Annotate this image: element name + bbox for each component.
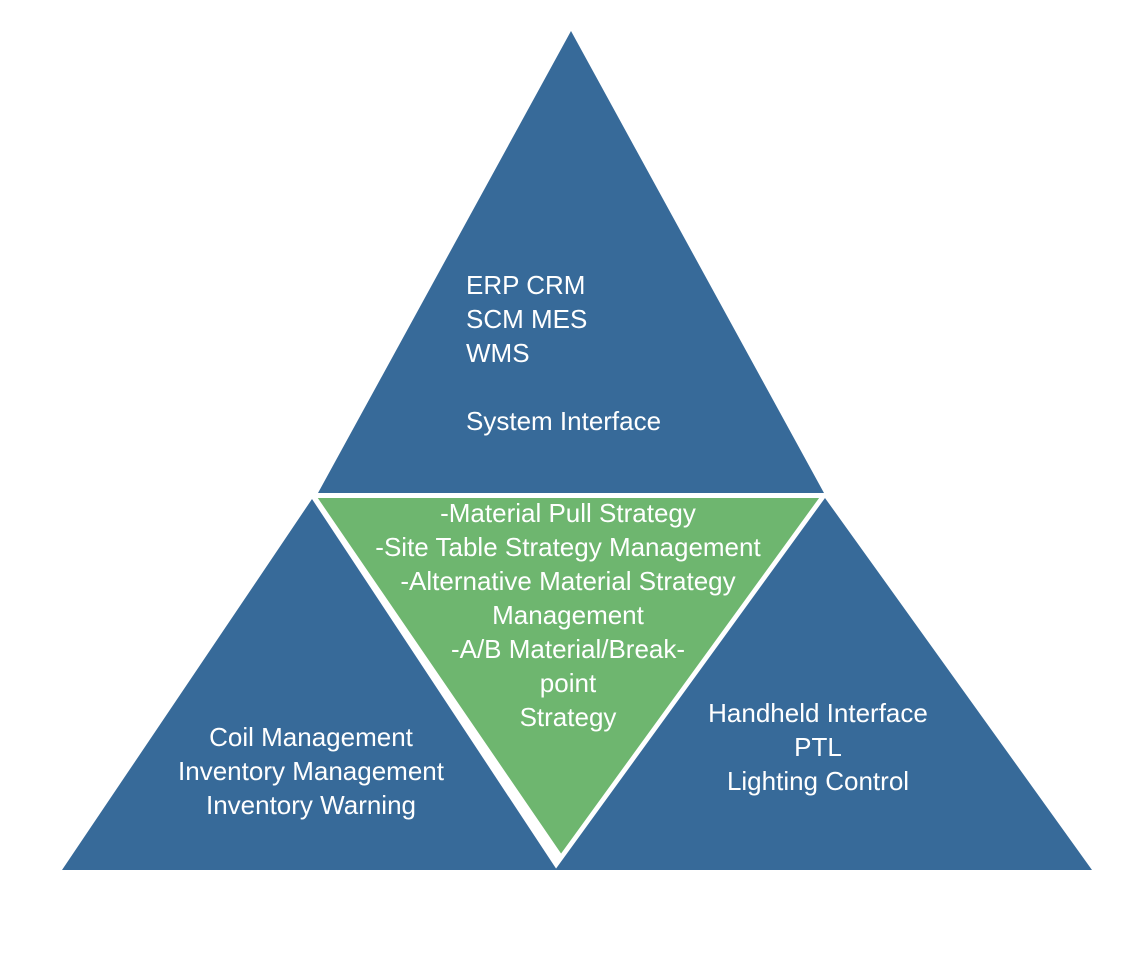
left-label: Coil Management Inventory Management Inv… xyxy=(178,722,445,820)
right-label-line: PTL xyxy=(794,732,842,762)
center-label-line: -Material Pull Strategy xyxy=(440,498,696,528)
top-label-line: WMS xyxy=(466,338,530,368)
top-label-line: SCM MES xyxy=(466,304,587,334)
top-label-line: System Interface xyxy=(466,406,661,436)
top-label-line: ERP CRM xyxy=(466,270,585,300)
center-label-line: Strategy xyxy=(520,702,617,732)
right-label-line: Handheld Interface xyxy=(708,698,928,728)
right-label: Handheld Interface PTL Lighting Control xyxy=(708,698,928,796)
center-label-line: point xyxy=(540,668,597,698)
right-segment xyxy=(555,498,1092,870)
left-label-line: Inventory Warning xyxy=(206,790,416,820)
center-label-line: -Alternative Material Strategy xyxy=(400,566,735,596)
right-label-line: Lighting Control xyxy=(727,766,909,796)
center-segment xyxy=(310,494,827,861)
top-label: ERP CRM SCM MES WMS System Interface xyxy=(466,270,661,436)
center-label-line: -A/B Material/Break- xyxy=(451,634,685,664)
top-segment xyxy=(318,31,824,493)
center-label-line: -Site Table Strategy Management xyxy=(375,532,761,562)
center-label: -Material Pull Strategy -Site Table Stra… xyxy=(375,498,761,732)
left-label-line: Inventory Management xyxy=(178,756,445,786)
center-label-line: Management xyxy=(492,600,645,630)
left-label-line: Coil Management xyxy=(209,722,414,752)
left-segment xyxy=(62,499,557,870)
